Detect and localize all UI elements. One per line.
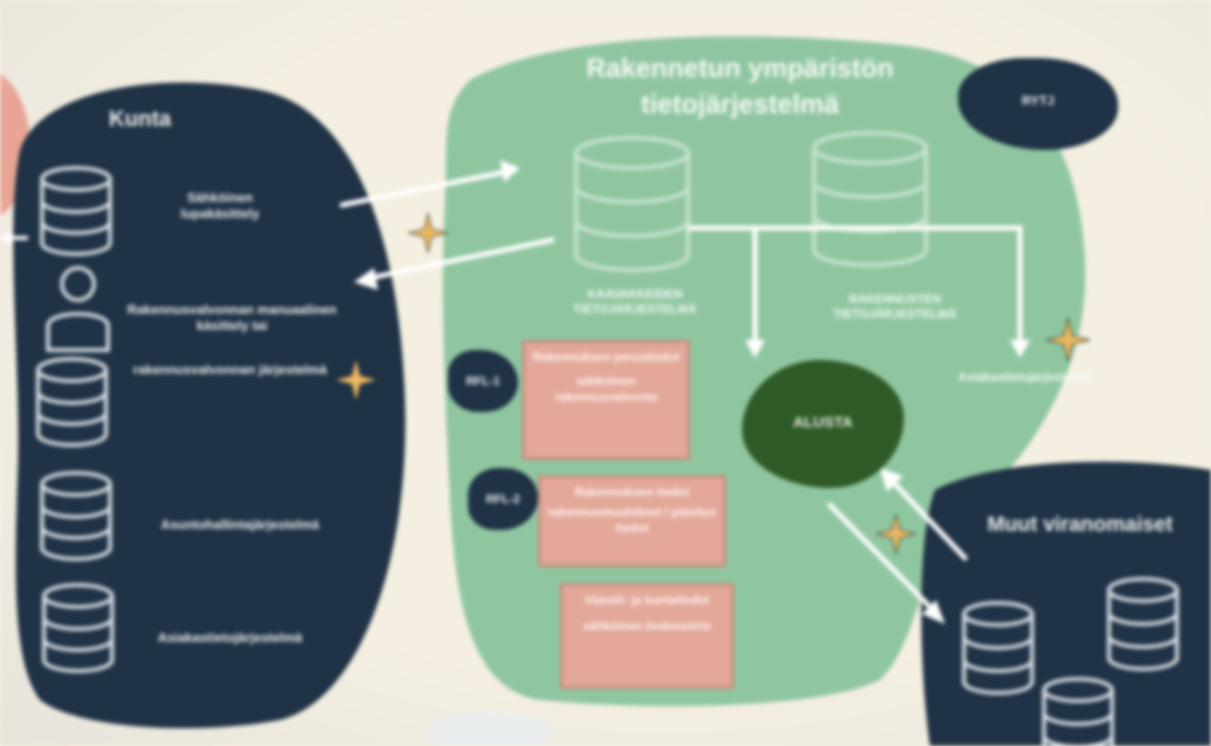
hub-shape xyxy=(742,360,904,488)
info-box-subtitle: sähköinen tiedonsiirto xyxy=(582,619,711,634)
left-item-customer-system: Asiakastietojärjestelmä xyxy=(157,630,303,645)
badge: RFL-2 xyxy=(468,468,538,530)
left-edge-arrow xyxy=(0,230,28,246)
database-icon xyxy=(40,166,112,256)
info-box: Rakennuksen perustiedot sähköinen rakenn… xyxy=(522,340,690,460)
left-panel-title: Kunta xyxy=(108,106,172,131)
star-icon xyxy=(876,514,916,554)
bottom-faint-shape xyxy=(425,712,555,746)
side-label: Asiakastietojärjestelmä xyxy=(958,370,1092,384)
db1-label: KAAVAKKEIDEN TIETOJÄRJESTELMÄ xyxy=(573,287,697,316)
top-right-badge-label: RYTJ xyxy=(1021,93,1055,108)
star-icon xyxy=(336,360,376,400)
info-box-subtitle: sähköinen rakennusvalvonta xyxy=(554,374,658,405)
info-box-title: Rakennuksen tiedot xyxy=(574,485,690,499)
left-item-manual-processing: Rakennusvalvonnan manuaalinen käsittely … xyxy=(127,302,337,334)
left-item-building-control-system: rakennusvalvonnan järjestelmä xyxy=(133,362,327,377)
info-box-title: Rakennuksen perustiedot xyxy=(532,350,680,364)
badge: RFL-1 xyxy=(448,350,518,412)
star-icon xyxy=(408,213,448,253)
left-item-housing-system: Asuntohallintajärjestelmä xyxy=(160,517,320,532)
hub-label: ALUSTA xyxy=(793,414,853,431)
database-icon xyxy=(36,357,108,447)
info-box-subtitle: rakennusmuutokset / päivitys tiedot xyxy=(547,505,717,536)
info-box-title: Väestö- ja kuntatiedot xyxy=(584,593,710,607)
database-icon xyxy=(40,471,112,561)
left-item-electronic-permit: Sähköinen lupakäsittely xyxy=(180,190,260,222)
info-box: Rakennuksen tiedot rakennusmuutokset / p… xyxy=(538,475,726,567)
star-icon xyxy=(1046,318,1090,362)
info-box: Väestö- ja kuntatiedot sähköinen tiedons… xyxy=(560,583,734,689)
top-right-badge-shape xyxy=(958,58,1118,150)
center-title-line1: Rakennetun ympäristön xyxy=(586,53,894,83)
database-icon xyxy=(42,583,114,673)
database-icon xyxy=(1042,677,1114,746)
database-icon xyxy=(962,601,1034,695)
database-icon xyxy=(574,136,690,272)
center-title-line2: tietojärjestelmä xyxy=(640,89,840,119)
right-panel-title: Muut viranomaiset xyxy=(987,513,1173,536)
database-icon xyxy=(812,131,928,267)
db2-label: RAKENNUSTEN TIETOJÄRJESTELMÄ xyxy=(833,292,957,321)
person-icon xyxy=(46,266,110,352)
database-icon xyxy=(1107,577,1179,671)
